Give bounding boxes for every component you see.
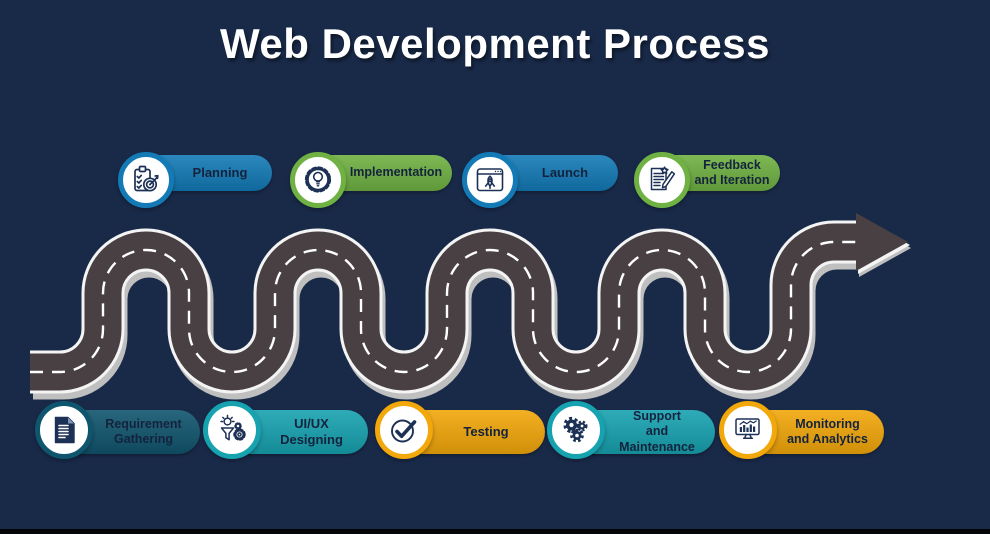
testing-checkmark-icon	[391, 419, 417, 443]
feedback-icon	[650, 166, 676, 191]
step-label-launch: Launch	[542, 165, 588, 181]
step-label-implementation: Implementation	[350, 165, 442, 180]
step-feedback-and-iteration: Feedback and Iteration	[634, 152, 780, 212]
uiux-design-icon	[220, 414, 246, 441]
step-label-requirement: Requirement Gathering	[105, 417, 181, 448]
step-label-line: Feedback	[703, 157, 761, 172]
planning-icon	[134, 165, 159, 192]
step-icon-circle-feedback	[634, 152, 690, 208]
road-surface	[30, 242, 860, 372]
step-label-planning: Planning	[193, 165, 248, 181]
step-testing: Testing	[375, 401, 545, 461]
step-label-line: and Iteration	[694, 173, 770, 187]
step-label-uiux: UI/UX Designing	[263, 416, 360, 448]
step-planning: Planning	[118, 152, 272, 212]
step-ui-ux-designing: UI/UX Designing	[203, 401, 368, 461]
step-label-line: Planning	[192, 165, 248, 181]
step-label-line: Gathering	[113, 432, 174, 446]
arrowhead-shadow	[859, 219, 911, 277]
monitoring-analytics-icon	[735, 418, 760, 440]
step-label-line: Implementation	[349, 165, 443, 180]
step-requirement-gathering: Requirement Gathering	[35, 401, 200, 461]
step-label-line: Monitoring	[795, 416, 860, 431]
step-label-feedback: Feedback and Iteration	[694, 158, 769, 189]
step-label-monitoring: Monitoring and Analytics	[787, 417, 868, 448]
step-label-line: Support	[633, 409, 681, 424]
step-icon-circle-uiux	[203, 401, 261, 459]
step-icon-circle-requirement	[35, 401, 93, 459]
step-icon-circle-testing	[375, 401, 433, 459]
step-label-line: Launch	[541, 165, 589, 181]
step-label-line: and Analytics	[787, 432, 868, 446]
page-title: Web Development Process	[220, 20, 770, 67]
support-gears-icon	[563, 416, 588, 443]
step-icon-circle-launch	[462, 152, 518, 208]
step-monitoring-and-analytics: Monitoring and Analytics	[719, 401, 884, 461]
step-label-line: and Maintenance	[619, 424, 695, 454]
road-3d-base	[33, 248, 863, 378]
step-launch: Launch	[462, 152, 618, 212]
arrowhead-edge	[858, 216, 910, 274]
road-arrowhead-icon	[856, 213, 908, 271]
step-icon-circle-monitoring	[719, 401, 777, 459]
launch-icon	[476, 168, 504, 192]
step-label-line: Requirement	[105, 416, 182, 431]
step-label-line: UI/UX Designing	[280, 416, 343, 447]
step-implementation: Implementation	[290, 152, 452, 212]
step-icon-circle-planning	[118, 152, 174, 208]
step-label-support: Support and Maintenance	[607, 409, 707, 455]
step-support-and-maintenance: Support and Maintenance	[547, 401, 715, 461]
step-icon-circle-support	[547, 401, 605, 459]
step-icon-circle-implementation	[290, 152, 346, 208]
requirement-document-icon	[54, 416, 75, 444]
step-label-testing: Testing	[463, 424, 508, 440]
road-center-dashes	[28, 240, 862, 374]
implementation-icon	[304, 166, 332, 193]
step-label-line: Testing	[463, 424, 509, 440]
bottom-black-strip	[0, 529, 990, 534]
road-edge-lines	[30, 242, 860, 372]
